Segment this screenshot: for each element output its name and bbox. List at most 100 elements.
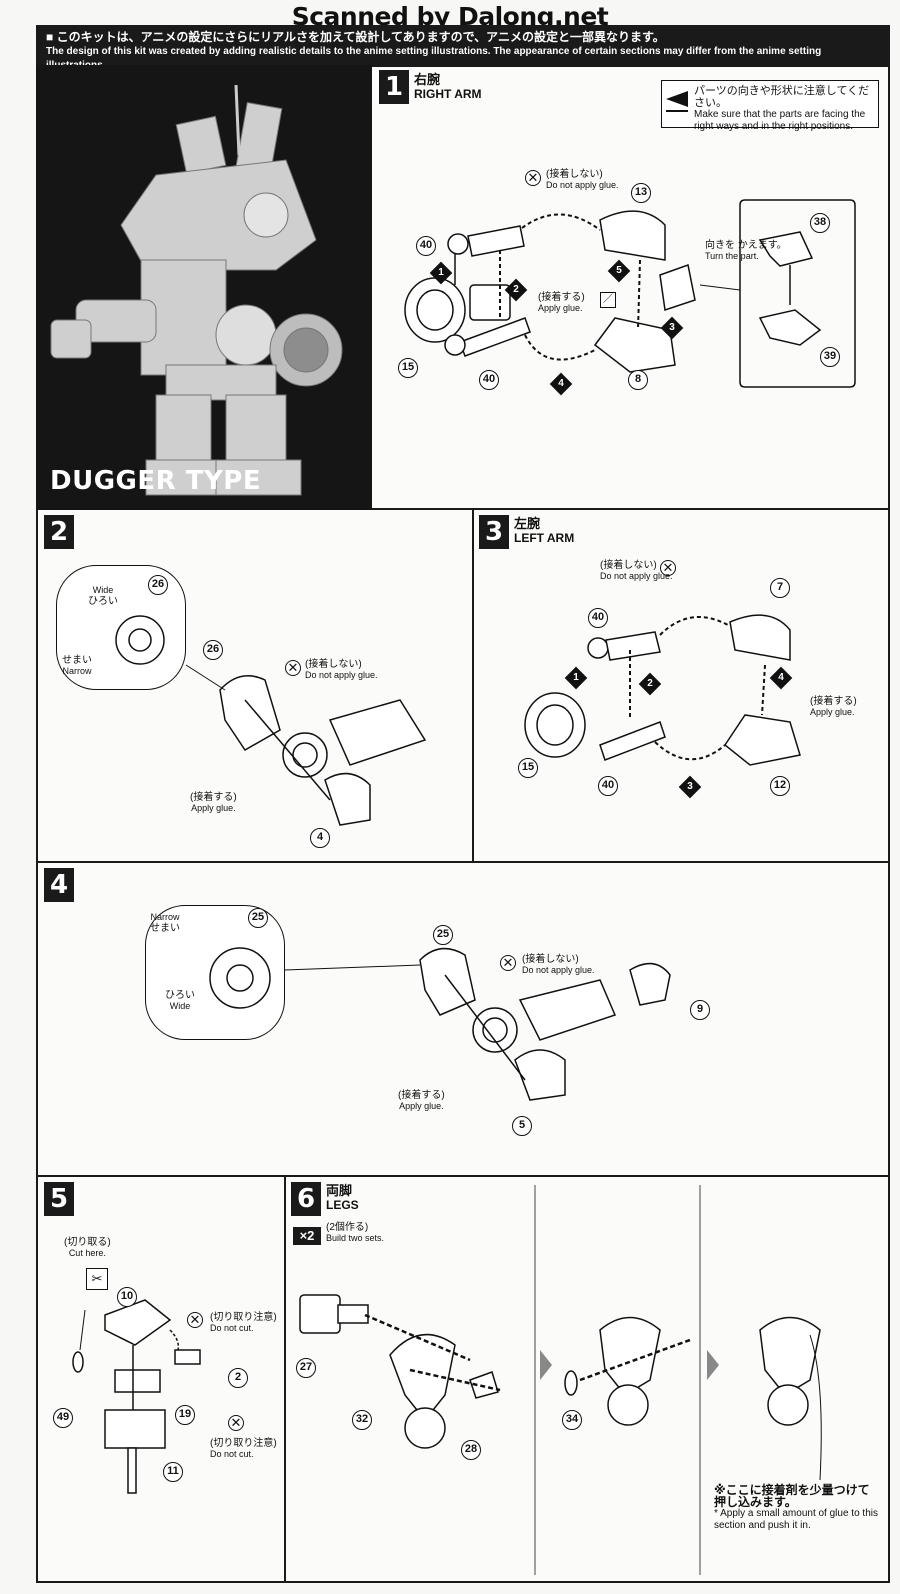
- do-not-cut-label-2: (切り取り注意) Do not cut.: [210, 1438, 277, 1460]
- part-49: 49: [53, 1408, 73, 1428]
- do-not-cut-jp-2: (切り取り注意): [210, 1438, 277, 1449]
- scissors-icon: ✂: [86, 1268, 108, 1290]
- part-12: 12: [770, 776, 790, 796]
- step-3-number: 3: [479, 515, 509, 549]
- step-6-glue-note: ※ここに接着剤を少量つけて 押し込みます。 * Apply a small am…: [714, 1484, 884, 1532]
- panel-step-3: [472, 508, 890, 863]
- step-2-glue-jp: (接着する): [190, 792, 237, 803]
- cut-here-jp: (切り取る): [64, 1237, 111, 1248]
- part-11: 11: [163, 1462, 183, 1482]
- step-6-title-en: LEGS: [326, 1198, 359, 1212]
- no-glue-icon: ✕: [525, 170, 541, 186]
- step-3-no-glue-jp: (接着しない): [600, 560, 657, 571]
- step-2-number: 2: [44, 515, 74, 549]
- cut-here-label: (切り取る) Cut here.: [64, 1237, 111, 1259]
- part-5: 5: [512, 1116, 532, 1136]
- product-photo: DUGGER TYPE: [36, 65, 372, 510]
- do-not-cut-en-2: Do not cut.: [210, 1449, 254, 1459]
- orientation-note-en: Make sure that the parts are facing the …: [694, 109, 866, 132]
- step-1-no-glue: (接着しない) Do not apply glue.: [546, 169, 619, 191]
- step-1-title: 右腕 RIGHT ARM: [414, 72, 482, 102]
- glue-brush-icon: ／: [600, 292, 616, 308]
- no-glue-icon-3: ✕: [660, 560, 676, 576]
- step-6-number: 6: [291, 1182, 321, 1216]
- step-6-title-jp: 両脚: [326, 1183, 353, 1198]
- step-3-glue-en: Apply glue.: [810, 707, 855, 717]
- part-13: 13: [631, 183, 651, 203]
- part-4: 4: [310, 828, 330, 848]
- step-2-glue-en: Apply glue.: [191, 803, 236, 813]
- part-7: 7: [770, 578, 790, 598]
- step-1-no-glue-en: Do not apply glue.: [546, 180, 619, 190]
- step-5-number: 5: [44, 1182, 74, 1216]
- design-note-jp: ■ このキットは、アニメの設定にさらにリアルさを加えて設計してありますので、アニ…: [46, 30, 665, 44]
- step-4-glue-jp: (接着する): [398, 1090, 445, 1101]
- narrow-jp-4: せまい: [150, 923, 180, 934]
- step-2-no-glue-jp: (接着しない): [305, 659, 362, 670]
- photo-caption: DUGGER TYPE: [50, 466, 262, 496]
- part-26-inset: 26: [148, 575, 168, 595]
- cut-here-en: Cut here.: [68, 1248, 106, 1258]
- part-39: 39: [820, 347, 840, 367]
- step-4-no-glue-en: Do not apply glue.: [522, 965, 595, 975]
- part-38: 38: [810, 213, 830, 233]
- build-two-jp: (2個作る): [326, 1222, 369, 1233]
- step-3-title-en: LEFT ARM: [514, 531, 575, 545]
- turn-part-jp: 向きを かえます。: [705, 240, 787, 251]
- build-two-en: Build two sets.: [326, 1233, 385, 1243]
- wide-jp-2: ひろい: [88, 596, 118, 607]
- orientation-note-jp: パーツの向きや形状に注意してください。: [694, 85, 870, 109]
- step-2-no-glue-en: Do not apply glue.: [305, 670, 378, 680]
- narrow-en-2: Narrow: [62, 666, 92, 676]
- step-1-title-jp: 右腕: [414, 72, 441, 87]
- do-not-cut-icon-2: ✕: [228, 1415, 244, 1431]
- step-3-no-glue: (接着しない) Do not apply glue.: [600, 560, 673, 582]
- step-1-number: 1: [379, 70, 409, 104]
- narrow-jp-2: せまい: [62, 655, 92, 666]
- orientation-note: パーツの向きや形状に注意してください。 Make sure that the p…: [661, 80, 879, 132]
- step-6-title: 両脚 LEGS: [326, 1183, 359, 1213]
- part-28: 28: [461, 1440, 481, 1460]
- part-32: 32: [352, 1410, 372, 1430]
- part-9: 9: [690, 1000, 710, 1020]
- step-4-glue-en: Apply glue.: [399, 1101, 444, 1111]
- turn-part-label: 向きを かえます。 Turn the part.: [705, 240, 787, 262]
- part-40-upper: 40: [416, 236, 436, 256]
- step-6-note-en: * Apply a small amount of glue to this s…: [714, 1508, 878, 1531]
- step-4-no-glue-jp: (接着しない): [522, 954, 579, 965]
- robot-silhouette: [50, 84, 343, 496]
- step-1-no-glue-jp: (接着しない): [546, 169, 603, 180]
- part-26: 26: [203, 640, 223, 660]
- part-15-3: 15: [518, 758, 538, 778]
- step-3-no-glue-en: Do not apply glue.: [600, 571, 673, 581]
- do-not-cut-icon-1: ✕: [187, 1312, 203, 1328]
- note-arrow-icon: [666, 91, 688, 112]
- step-3-title-jp: 左腕: [514, 516, 541, 531]
- part-15: 15: [398, 358, 418, 378]
- step-1-apply-glue: (接着する) Apply glue.: [538, 292, 585, 314]
- step-4-no-glue: (接着しない) Do not apply glue.: [522, 954, 595, 976]
- no-glue-icon-4: ✕: [500, 955, 516, 971]
- step-2-apply-glue: (接着する) Apply glue.: [190, 792, 237, 814]
- step-1-glue-en: Apply glue.: [538, 303, 583, 313]
- step-2-no-glue: (接着しない) Do not apply glue.: [305, 659, 378, 681]
- wide-jp-4: ひろい: [165, 990, 195, 1001]
- wide-label-4: ひろい Wide: [165, 990, 195, 1012]
- part-34: 34: [562, 1410, 582, 1430]
- step-1-title-en: RIGHT ARM: [414, 87, 482, 101]
- part-2: 2: [228, 1368, 248, 1388]
- narrow-label-2: せまい Narrow: [62, 655, 92, 677]
- part-40-upper-3: 40: [588, 608, 608, 628]
- wide-label-2: Wide ひろい: [88, 585, 118, 607]
- step-3-glue-jp: (接着する): [810, 696, 857, 707]
- step-1-glue-jp: (接着する): [538, 292, 585, 303]
- build-two-label: (2個作る) Build two sets.: [326, 1222, 384, 1244]
- design-note-banner: ■ このキットは、アニメの設定にさらにリアルさを加えて設計してありますので、アニ…: [36, 25, 890, 71]
- step-4-apply-glue: (接着する) Apply glue.: [398, 1090, 445, 1112]
- do-not-cut-label-1: (切り取り注意) Do not cut.: [210, 1312, 277, 1334]
